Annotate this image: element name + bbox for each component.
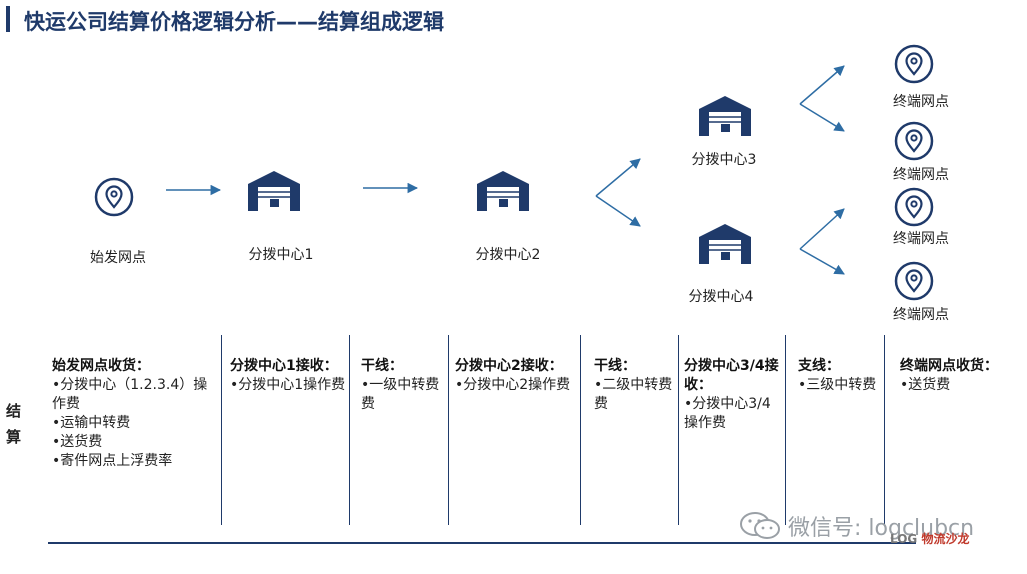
hub1-node-label: 分拨中心1 [248,247,314,263]
origin-location-pin-icon [94,177,134,217]
settlement-column-hub1: 分拨中心1接收： •分拨中心1操作费 [230,357,346,395]
column-item: •运输中转费 [52,415,131,431]
terminal1-node-label: 终端网点 [893,94,949,110]
column-divider [448,335,449,525]
terminal4-location-pin-icon [894,261,934,301]
logclub-logo: LOG 物流沙龙 [890,530,969,547]
column-item: •送货费 [900,377,951,393]
column-item: •分拨中心（1.2.3.4）操作费 [52,377,208,412]
arrow-hub2-to-hub3 [595,158,641,197]
logo-text-b: 物流沙龙 [921,532,970,546]
column-divider [580,335,581,525]
settlement-column-origin: 始发网点收货： •分拨中心（1.2.3.4）操作费 •运输中转费 •送货费 •寄… [52,357,212,471]
bottom-rule [48,542,916,544]
arrow-hub4-to-terminal3 [799,208,845,250]
column-item: •二级中转费费 [594,377,673,412]
terminal2-location-pin-icon [894,121,934,161]
logo-text-a: LOG [890,532,918,546]
column-item: •送货费 [52,434,103,450]
terminal1-location-pin-icon [894,44,934,84]
page-title: 快运公司结算价格逻辑分析——结算组成逻辑 [24,10,444,34]
arrow-hub3-to-terminal1 [799,65,845,105]
hub3-node-label: 分拨中心3 [691,152,757,168]
arrow-hub2-to-hub4 [595,195,641,227]
hub2-node-label: 分拨中心2 [475,247,541,263]
arrow-hub4-to-terminal4 [799,248,845,275]
column-item: •三级中转费 [798,377,877,393]
terminal4-node-label: 终端网点 [893,307,949,323]
hub4-node-label: 分拨中心4 [688,289,754,305]
column-item: •寄件网点上浮费率 [52,453,173,469]
watermark-text: 微信号: logclubcn [788,516,975,541]
settlement-column-trunk2: 干线： •二级中转费费 [594,357,674,414]
column-divider [884,335,885,525]
column-item: •分拨中心3/4操作费 [684,396,771,431]
hub4-warehouse-icon [698,223,752,265]
column-heading: 分拨中心3/4接收： [684,358,779,393]
watermark: 微信号: logclubcn [738,510,974,542]
column-divider [678,335,679,525]
arrow-hub3-to-terminal2 [799,103,845,132]
column-item: •分拨中心1操作费 [230,377,346,393]
settlement-column-terminal: 终端网点收货： •送货费 [900,357,1020,395]
column-heading: 终端网点收货： [900,358,998,374]
column-item: •分拨中心2操作费 [455,377,571,393]
column-heading: 干线： [594,358,636,374]
column-item: •一级中转费费 [361,377,440,412]
column-heading: 分拨中心2接收： [455,358,563,374]
wechat-icon [740,512,780,539]
origin-node-label: 始发网点 [90,250,146,266]
title-accent-bar [6,6,10,32]
hub2-warehouse-icon [476,170,530,212]
column-divider [785,335,786,525]
hub3-warehouse-icon [698,95,752,137]
terminal3-node-label: 终端网点 [893,231,949,247]
column-divider [349,335,350,525]
column-heading: 支线： [798,358,840,374]
settlement-column-branch: 支线： •三级中转费 [798,357,880,395]
hub1-warehouse-icon [247,170,301,212]
settlement-column-trunk1: 干线： •一级中转费费 [361,357,441,414]
settlement-side-label: 结算 [6,402,22,446]
column-heading: 干线： [361,358,403,374]
column-heading: 分拨中心1接收： [230,358,338,374]
settlement-column-hub2: 分拨中心2接收： •分拨中心2操作费 [455,357,577,395]
terminal3-location-pin-icon [894,187,934,227]
column-heading: 始发网点收货： [52,358,150,374]
column-divider [221,335,222,525]
settlement-column-hub34: 分拨中心3/4接收： •分拨中心3/4操作费 [684,357,780,433]
terminal2-node-label: 终端网点 [893,167,949,183]
